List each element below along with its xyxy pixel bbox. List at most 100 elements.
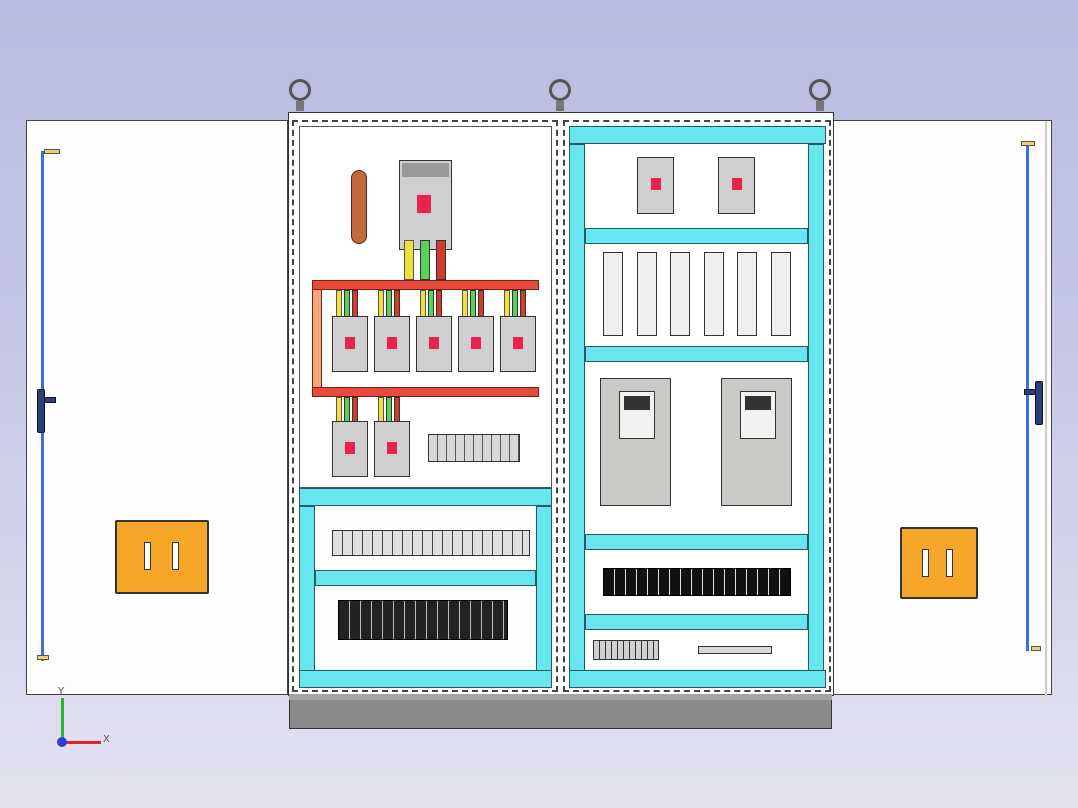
right-bay-frame xyxy=(563,120,831,692)
feeder-bar xyxy=(336,290,342,318)
fuse-holder xyxy=(737,252,757,336)
branch-breaker-row-1 xyxy=(330,290,540,374)
fuse-holder xyxy=(603,252,623,336)
left-bay-frame xyxy=(292,120,558,692)
branch-breaker xyxy=(332,421,368,477)
breaker-handle xyxy=(651,178,661,190)
terminal-block-left-1 xyxy=(332,530,530,556)
breaker-handle xyxy=(345,337,355,349)
feeder-bar xyxy=(420,290,426,318)
branch-breaker xyxy=(416,316,452,372)
feeder-bar xyxy=(470,290,476,318)
left-handle-hook xyxy=(44,397,56,403)
terminal-block-small xyxy=(428,434,520,462)
feeder-bar xyxy=(386,290,392,318)
feeder-bar xyxy=(478,290,484,318)
drive-2 xyxy=(721,378,792,506)
right-handle-hook xyxy=(1024,389,1036,395)
main-phase-c xyxy=(436,240,446,280)
eyebolt-neck xyxy=(296,101,304,111)
control-breaker xyxy=(637,157,674,214)
right-rail-top xyxy=(569,126,826,144)
branch-breaker-row-2 xyxy=(330,397,420,481)
breaker-handle xyxy=(387,442,397,454)
breaker-handle xyxy=(732,178,742,190)
feeder-bar xyxy=(520,290,526,318)
branch-breaker xyxy=(500,316,536,372)
right-door-rod xyxy=(1026,143,1029,651)
right-lock-slot-2 xyxy=(946,549,953,577)
breaker-handle xyxy=(513,337,523,349)
x-axis-label: X xyxy=(103,734,110,745)
terminal-block-right-small xyxy=(593,640,659,660)
left-door-lock-icon[interactable] xyxy=(115,520,209,594)
main-breaker-top xyxy=(402,163,449,177)
fuse-holder xyxy=(670,252,690,336)
main-breaker-handle xyxy=(417,195,431,213)
right-rail-vertical-right xyxy=(808,144,824,672)
busbar-top xyxy=(312,280,539,290)
eyebolt-icon xyxy=(549,79,571,101)
cabinet-plinth-top xyxy=(289,694,832,700)
main-breaker xyxy=(399,160,452,250)
drive-keypad xyxy=(619,391,655,439)
drive-display xyxy=(745,396,771,410)
left-rail-horizontal-2 xyxy=(315,570,536,586)
left-rail-vertical-right xyxy=(536,506,552,672)
right-door xyxy=(832,120,1052,696)
left-door-handle[interactable] xyxy=(37,389,45,433)
left-rail-horizontal-1 xyxy=(299,488,552,506)
main-phase-b xyxy=(420,240,430,280)
right-rail-h-1 xyxy=(585,228,808,244)
breaker-handle xyxy=(471,337,481,349)
feeder-bar xyxy=(428,290,434,318)
right-rail-bottom xyxy=(569,670,826,688)
branch-breaker xyxy=(374,316,410,372)
control-breaker xyxy=(718,157,755,214)
right-door-lock-icon[interactable] xyxy=(900,527,978,599)
eyebolt-neck xyxy=(816,101,824,111)
right-rod-cap-top xyxy=(1021,141,1035,146)
breaker-handle xyxy=(387,337,397,349)
drive-1 xyxy=(600,378,671,506)
ground-terminal-strip xyxy=(698,646,772,654)
left-rail-vertical-left xyxy=(299,506,315,672)
left-rod-cap-bottom xyxy=(37,655,49,660)
busbar-side xyxy=(312,289,322,389)
y-axis-label: Y xyxy=(58,686,65,697)
right-rail-h-2 xyxy=(585,346,808,362)
eyebolt-icon xyxy=(809,79,831,101)
relay-block-left xyxy=(338,600,508,640)
busbar-bottom xyxy=(312,387,539,397)
branch-breaker xyxy=(374,421,410,477)
fuse-holder xyxy=(637,252,657,336)
eyebolt-neck xyxy=(556,101,564,111)
breaker-handle xyxy=(429,337,439,349)
branch-breaker xyxy=(458,316,494,372)
feeder-bar xyxy=(512,290,518,318)
drive-keypad xyxy=(740,391,776,439)
feeder-bar xyxy=(394,290,400,318)
left-lock-slot-2 xyxy=(172,542,179,570)
feeder-bar xyxy=(504,290,510,318)
ground-bar xyxy=(351,170,367,244)
fuse-holder xyxy=(704,252,724,336)
main-phase-a xyxy=(404,240,414,280)
left-rail-horizontal-3 xyxy=(299,670,552,688)
drive-display xyxy=(624,396,650,410)
terminal-strip-right xyxy=(603,568,791,596)
right-door-handle[interactable] xyxy=(1035,381,1043,425)
feeder-bar xyxy=(344,290,350,318)
feeder-bar xyxy=(378,290,384,318)
feeder-bar xyxy=(462,290,468,318)
origin-icon xyxy=(57,737,67,747)
right-rail-h-4 xyxy=(585,614,808,630)
branch-breaker xyxy=(332,316,368,372)
eyebolt-icon xyxy=(289,79,311,101)
right-rod-cap-bottom xyxy=(1031,646,1041,651)
feeder-bar xyxy=(352,290,358,318)
right-lock-slot-1 xyxy=(922,549,929,577)
breaker-handle xyxy=(345,442,355,454)
right-rail-h-3 xyxy=(585,534,808,550)
left-rod-cap-top xyxy=(44,149,60,154)
